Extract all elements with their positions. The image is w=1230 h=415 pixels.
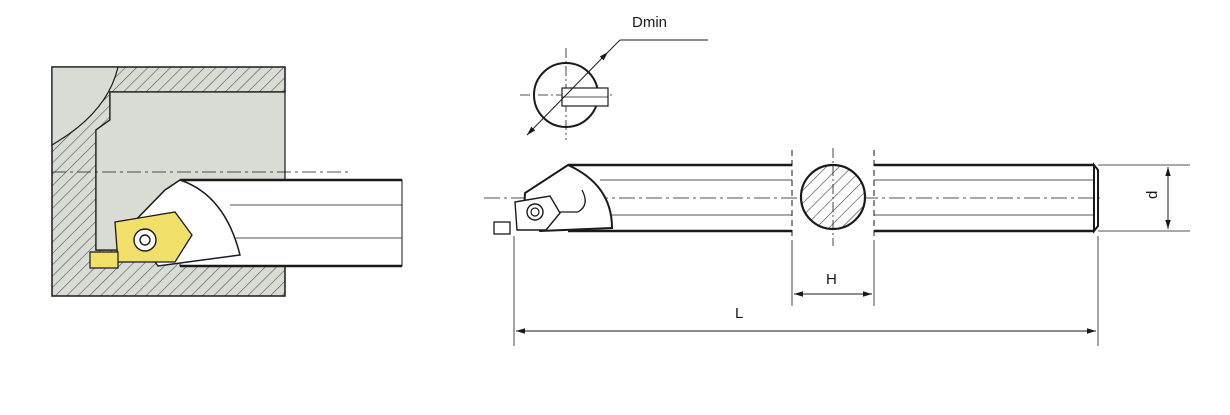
side-view-boring-bar: H d L bbox=[484, 148, 1190, 346]
workpiece-face bbox=[51, 66, 119, 147]
insert-screw-icon bbox=[133, 228, 157, 252]
d-label: d bbox=[1144, 191, 1161, 199]
dmin-label: Dmin bbox=[632, 14, 667, 31]
h-label: H bbox=[826, 271, 837, 288]
workpiece-section-view bbox=[51, 66, 403, 297]
bar-end bbox=[1093, 162, 1099, 234]
bar-insert-tip bbox=[493, 221, 511, 235]
dmin-leader bbox=[607, 39, 621, 53]
insert-tip bbox=[89, 251, 119, 269]
l-label: L bbox=[735, 305, 743, 322]
bar-screw-icon bbox=[526, 203, 544, 221]
end-view-dmin: Dmin bbox=[520, 14, 708, 140]
dmin-dimension-line bbox=[526, 51, 609, 136]
